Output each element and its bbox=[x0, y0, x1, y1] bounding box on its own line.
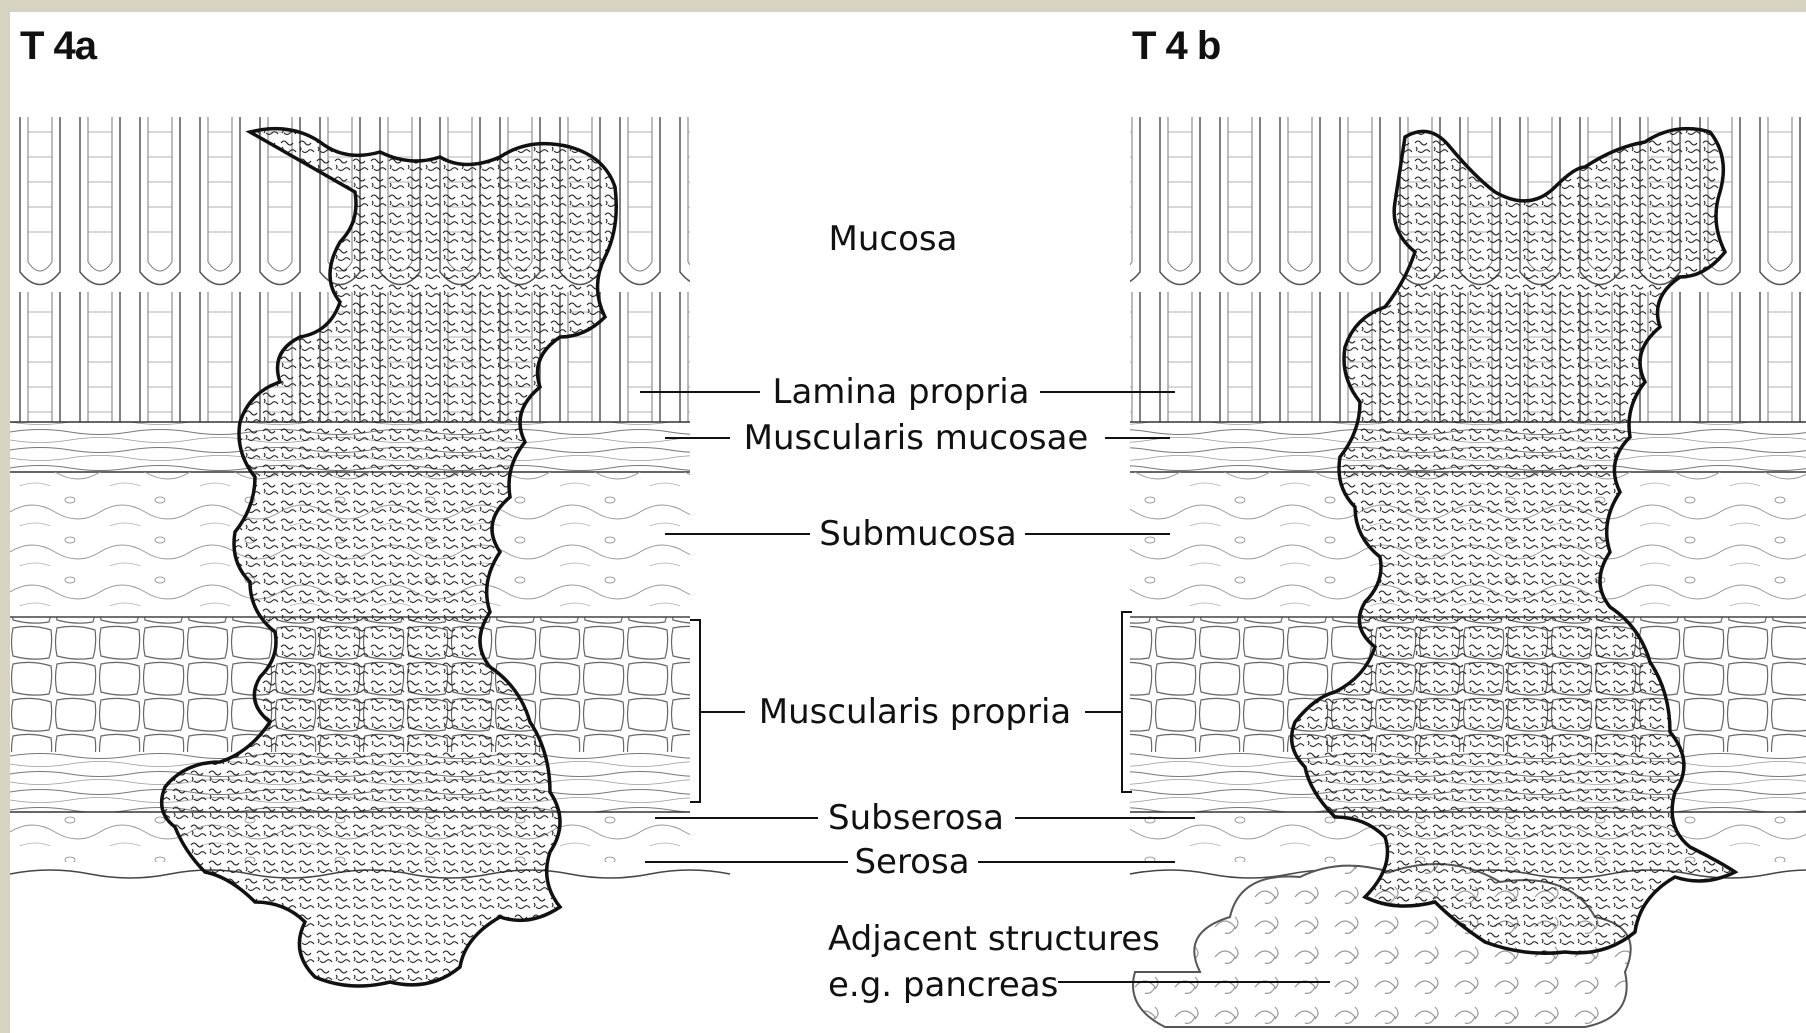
label-subserosa: Subserosa bbox=[822, 801, 1010, 835]
label-muscularis-mucosae: Muscularis mucosae bbox=[738, 421, 1095, 455]
label-muscularis-propria: Muscularis propria bbox=[753, 695, 1078, 729]
label-mucosa: Mucosa bbox=[823, 222, 964, 256]
panel-label-t4b: T 4 b bbox=[1132, 24, 1220, 69]
diagram-frame: T 4a T 4 b Mucosa Lamina propria Muscula… bbox=[10, 12, 1806, 1033]
label-submucosa: Submucosa bbox=[813, 517, 1022, 551]
label-adjacent-structures: Adjacent structures e.g. pancreas bbox=[828, 917, 1160, 1009]
adjacent-line-1: Adjacent structures bbox=[828, 919, 1160, 959]
adjacent-line-2: e.g. pancreas bbox=[828, 965, 1058, 1005]
label-serosa: Serosa bbox=[848, 845, 975, 879]
panel-label-t4a: T 4a bbox=[20, 24, 96, 69]
label-lamina-propria: Lamina propria bbox=[767, 375, 1036, 409]
